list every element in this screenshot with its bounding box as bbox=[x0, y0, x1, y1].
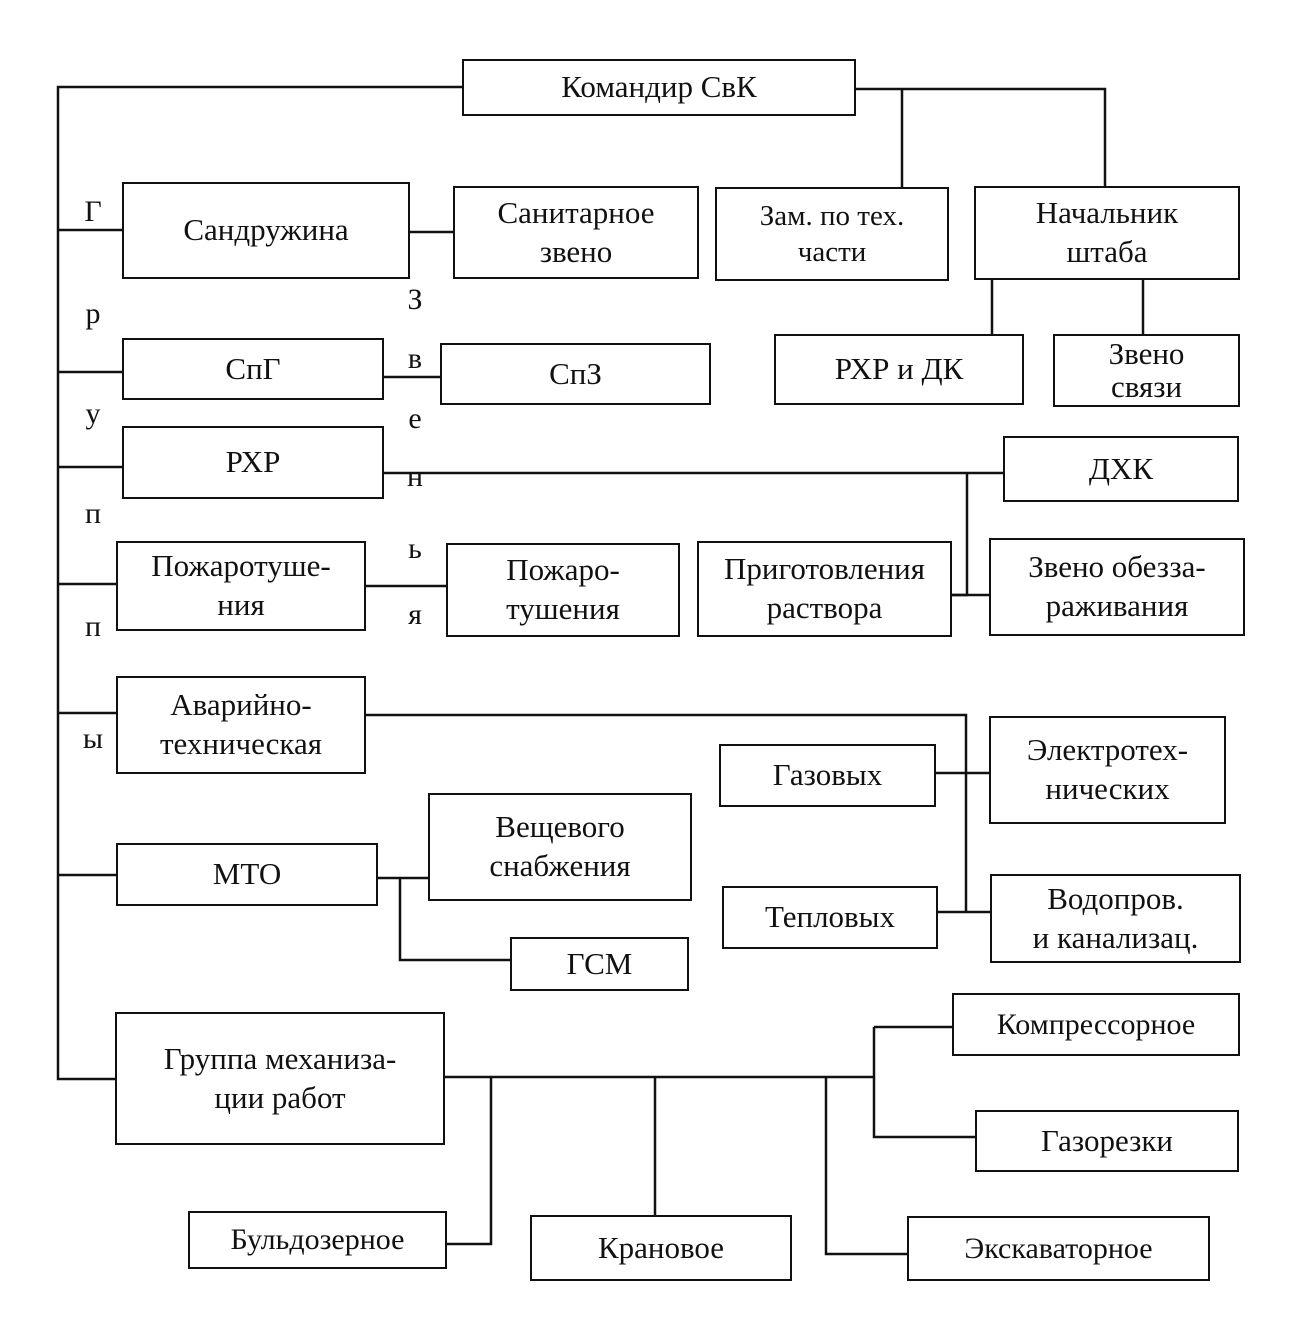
electrotech-box: Электротех- нических bbox=[989, 716, 1226, 824]
links-label-letter-5: ь bbox=[408, 532, 422, 565]
excavator-box: Экскаваторное bbox=[907, 1216, 1210, 1281]
dhk-label: ДХК bbox=[1088, 450, 1154, 486]
fire-link-box: Пожаро- тушения bbox=[446, 543, 680, 637]
spg-box: СпГ bbox=[122, 338, 384, 400]
gsm-box: ГСМ bbox=[510, 937, 689, 991]
line-mto-gsm bbox=[398, 878, 510, 962]
excavator-label: Экскаваторное bbox=[964, 1231, 1153, 1265]
links-label-letter-2: в bbox=[407, 342, 423, 375]
crane-box: Крановое bbox=[530, 1215, 792, 1281]
decontamination-link-box: Звено обезза- раживания bbox=[989, 538, 1245, 636]
gas-label: Газовых bbox=[772, 757, 883, 793]
chief-of-staff-box: Начальник штаба bbox=[974, 186, 1240, 280]
line-mech-bulldozer bbox=[447, 1077, 493, 1246]
spz-box: СпЗ bbox=[440, 343, 711, 405]
deputy-tech-box: Зам. по тех. части bbox=[715, 187, 949, 281]
links-label-letter-6: я bbox=[408, 598, 422, 631]
groups-label-letter-3: у bbox=[85, 397, 101, 430]
commander-box: Командир СвК bbox=[462, 59, 856, 116]
fire-link-label: Пожаро- тушения bbox=[506, 552, 620, 626]
gas-box: Газовых bbox=[719, 744, 936, 807]
links-label-letter-3: е bbox=[408, 402, 422, 435]
groups-label-letter-2: р bbox=[85, 297, 101, 330]
rhr-dk-box: РХР и ДК bbox=[774, 334, 1024, 405]
clothing-supply-label: Вещевого снабжения bbox=[489, 809, 631, 883]
sandruzhina-label: Сандружина bbox=[183, 212, 349, 248]
mto-box: МТО bbox=[116, 843, 378, 906]
fire-group-box: Пожаротуше- ния bbox=[116, 541, 366, 631]
mto-label: МТО bbox=[212, 856, 282, 892]
line-emergency-bus bbox=[366, 713, 968, 912]
line-mech-excavator bbox=[824, 1077, 907, 1256]
link-communication-box: Звено связи bbox=[1053, 334, 1240, 407]
water-sewer-label: Водопров. и канализац. bbox=[1032, 880, 1199, 955]
fire-group-label: Пожаротуше- ния bbox=[151, 548, 331, 622]
gas-cutting-box: Газорезки bbox=[975, 1110, 1239, 1172]
sanitary-link-box: Санитарное звено bbox=[453, 186, 699, 279]
deputy-tech-label: Зам. по тех. части bbox=[759, 199, 905, 268]
sanitary-link-label: Санитарное звено bbox=[497, 194, 655, 269]
link-communication-label: Звено связи bbox=[1108, 335, 1185, 404]
water-sewer-box: Водопров. и канализац. bbox=[990, 874, 1241, 963]
line-commander-to-right bbox=[856, 87, 1107, 186]
bulldozer-box: Бульдозерное bbox=[188, 1211, 447, 1269]
spg-label: СпГ bbox=[225, 350, 281, 386]
clothing-supply-box: Вещевого снабжения bbox=[428, 793, 692, 901]
thermal-box: Тепловых bbox=[722, 886, 938, 949]
groups-label-letter-4: п bbox=[84, 497, 102, 530]
solution-prep-box: Приготовления раствора bbox=[697, 541, 952, 637]
thermal-label: Тепловых bbox=[764, 899, 896, 935]
commander-label: Командир СвК bbox=[561, 69, 757, 105]
groups-label-letter-5: п bbox=[84, 610, 102, 643]
gsm-label: ГСМ bbox=[566, 945, 633, 981]
crane-label: Крановое bbox=[597, 1229, 725, 1265]
line-mech-right bbox=[872, 1027, 975, 1139]
bulldozer-label: Бульдозерное bbox=[230, 1223, 405, 1257]
rhr-label: РХР bbox=[225, 444, 281, 480]
rhr-box: РХР bbox=[122, 426, 384, 499]
mechanization-group-box: Группа механиза- ции работ bbox=[115, 1012, 445, 1145]
dhk-box: ДХК bbox=[1003, 436, 1239, 502]
sandruzhina-box: Сандружина bbox=[122, 182, 410, 279]
decontamination-link-label: Звено обезза- раживания bbox=[1028, 549, 1206, 623]
groups-label-letter-6: ы bbox=[82, 722, 104, 755]
emergency-tech-box: Аварийно- техническая bbox=[116, 676, 366, 774]
links-label-letter-1: З bbox=[407, 283, 423, 316]
compressor-label: Компрессорное bbox=[996, 1007, 1196, 1041]
spz-label: СпЗ bbox=[549, 355, 602, 391]
rhr-dk-label: РХР и ДК bbox=[834, 351, 964, 387]
solution-prep-label: Приготовления раствора bbox=[723, 551, 926, 625]
groups-label-letter-1: Г bbox=[84, 195, 102, 228]
chief-of-staff-label: Начальник штаба bbox=[1035, 195, 1179, 269]
emergency-tech-label: Аварийно- техническая bbox=[159, 687, 323, 761]
gas-cutting-label: Газорезки bbox=[1040, 1122, 1173, 1158]
compressor-box: Компрессорное bbox=[952, 993, 1240, 1056]
links-label-letter-4: н bbox=[406, 460, 424, 493]
mechanization-group-label: Группа механиза- ции работ bbox=[163, 1040, 397, 1115]
line-dhk-decontam bbox=[952, 473, 969, 597]
electrotech-label: Электротех- нических bbox=[1026, 732, 1189, 806]
